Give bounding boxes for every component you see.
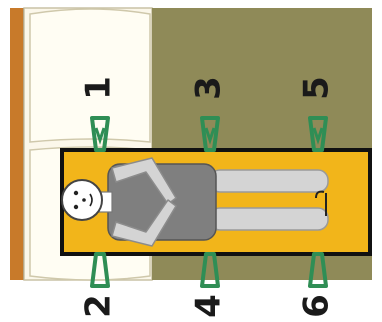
- person-icon: [61, 157, 329, 247]
- strap-icon: [200, 116, 220, 288]
- label-4: 4: [189, 294, 229, 318]
- label-2: 2: [79, 294, 119, 318]
- arm-lower: [111, 199, 177, 247]
- strap-icon: [308, 116, 328, 288]
- head: [61, 179, 103, 221]
- strap-group: [90, 116, 328, 288]
- foot: [315, 190, 327, 216]
- label-1: 1: [79, 76, 119, 100]
- label-3: 3: [189, 76, 229, 100]
- label-5: 5: [297, 76, 337, 100]
- leg-lower: [209, 207, 329, 231]
- label-6: 6: [297, 294, 337, 318]
- leg-upper: [209, 169, 329, 193]
- pillow-top: [29, 8, 151, 143]
- wall-strip: [10, 8, 24, 280]
- strap-icon: [90, 116, 110, 288]
